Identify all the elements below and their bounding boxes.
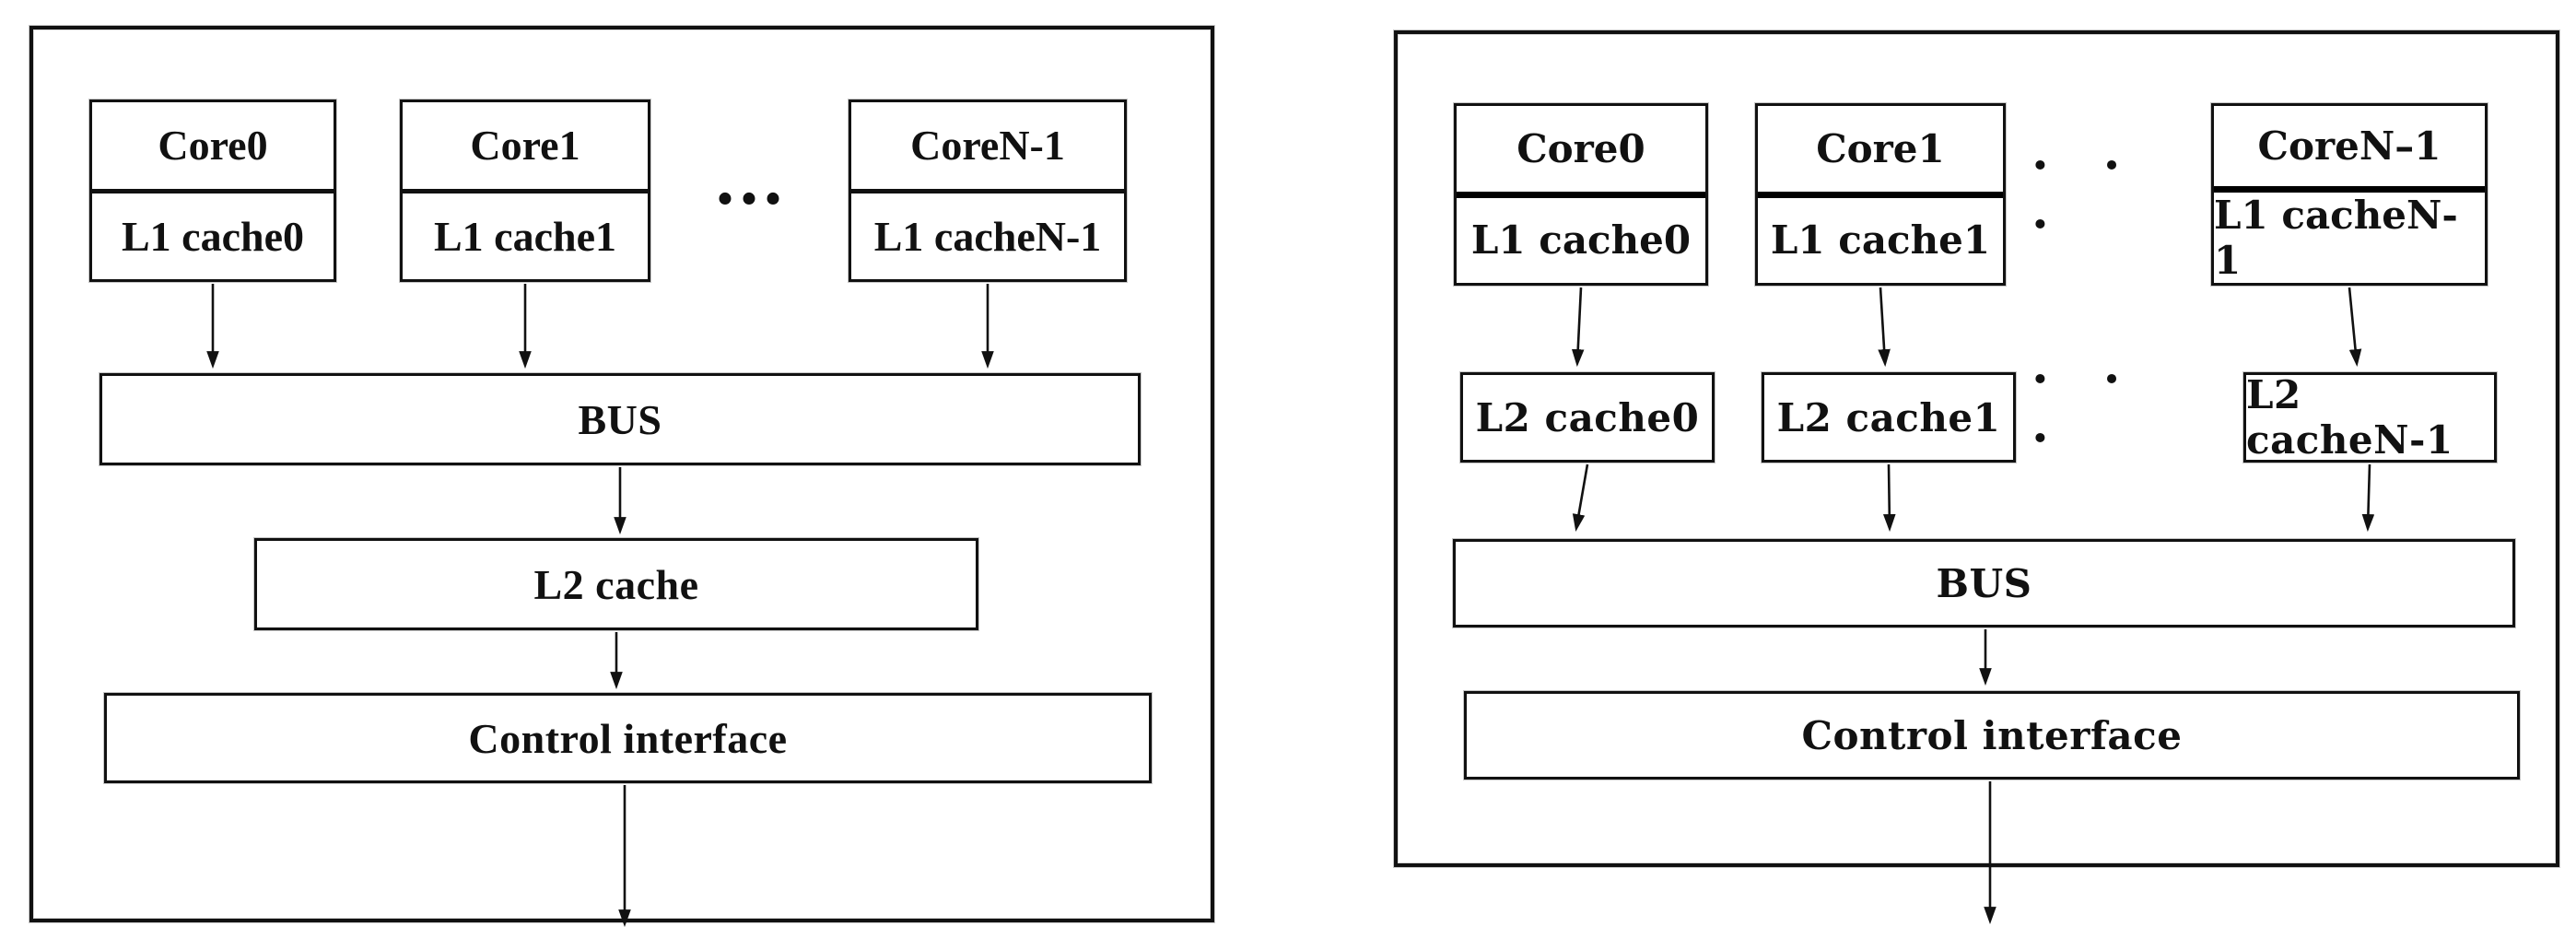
right-l2-cache-box-0: L2 cache0 bbox=[1460, 372, 1715, 463]
core-label: Core1 bbox=[403, 102, 648, 193]
left-core-stack-0: Core0 L1 cache0 bbox=[89, 100, 336, 282]
left-bus-box: BUS bbox=[100, 373, 1141, 465]
left-l2-cache-box: L2 cache bbox=[254, 538, 978, 630]
right-l2-cache-box-1: L2 cache1 bbox=[1762, 372, 2016, 463]
right-control-interface-box: Control interface bbox=[1464, 691, 2520, 780]
l1-cache-label: L1 cacheN-1 bbox=[2214, 193, 2458, 283]
l1-cache-label: L1 cache1 bbox=[1770, 217, 1991, 264]
l1-cache-label: L1 cache0 bbox=[121, 212, 304, 260]
core-label: CoreN-1 bbox=[851, 102, 1124, 193]
core-label: Core0 bbox=[92, 102, 334, 193]
right-core-stack-0: Core0 L1 cache0 bbox=[1454, 103, 1708, 286]
right-core-stack-1: Core1 L1 cache1 bbox=[1755, 103, 2006, 286]
core-label: Core0 bbox=[1457, 106, 1705, 198]
right-bus-box: BUS bbox=[1453, 539, 2515, 627]
left-core-stack-1: Core1 L1 cache1 bbox=[400, 100, 650, 282]
right-l2-cache-box-n: L2 cacheN-1 bbox=[2243, 372, 2497, 463]
core-label: CoreN–1 bbox=[2214, 106, 2485, 193]
cores-ellipsis: · · · bbox=[2032, 135, 2139, 253]
left-core-stack-n: CoreN-1 L1 cacheN-1 bbox=[849, 100, 1127, 282]
cores-ellipsis: ... bbox=[716, 138, 788, 220]
l1-cache-label: L1 cache0 bbox=[1470, 217, 1692, 264]
right-core-stack-n: CoreN–1 L1 cacheN-1 bbox=[2211, 103, 2488, 286]
l1-cache-label: L1 cache1 bbox=[433, 212, 616, 260]
core-label: Core1 bbox=[1758, 106, 2003, 198]
left-control-interface-box: Control interface bbox=[104, 693, 1152, 783]
l2-ellipsis: · · · bbox=[2032, 349, 2139, 467]
l1-cache-label: L1 cacheN-1 bbox=[873, 212, 1102, 260]
